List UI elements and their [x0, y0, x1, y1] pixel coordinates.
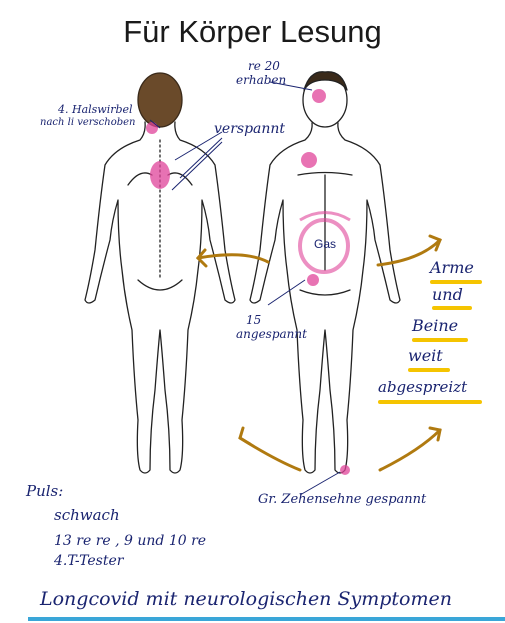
- label-re20: re 20: [248, 60, 280, 73]
- label-angespannt: angespannt: [236, 328, 307, 341]
- highlight-beine: [412, 338, 468, 342]
- highlight-arme: [430, 280, 482, 284]
- label-zehen: Gr. Zehensehne gespannt: [258, 493, 426, 507]
- footer-text: Longcovid mit neurologischen Symptomen: [40, 590, 452, 610]
- label-puls-title: Puls:: [26, 484, 63, 500]
- shoulder-mark: [150, 161, 170, 189]
- label-puls-1: schwach: [54, 508, 120, 524]
- label-erhaben: erhaben: [236, 74, 286, 87]
- label-beine: Beine: [412, 316, 458, 335]
- label-puls-3: 4.T-Tester: [54, 554, 123, 569]
- groin-mark: [307, 274, 319, 286]
- label-angespannt-num: 15: [246, 314, 261, 327]
- toe-mark: [340, 465, 350, 475]
- label-verspannt: verspannt: [214, 122, 285, 137]
- highlight-und: [432, 306, 472, 310]
- highlight-abgespreizt: [378, 400, 482, 404]
- label-halswirbel-2: nach li verschoben: [40, 118, 136, 129]
- label-puls-2: 13 re re , 9 und 10 re: [54, 534, 206, 549]
- label-halswirbel-1: 4. Halswirbel: [58, 104, 133, 116]
- label-und: und: [432, 285, 463, 304]
- eye-mark: [312, 89, 326, 103]
- footer-underline: [28, 617, 505, 621]
- back-figure: [85, 73, 235, 473]
- label-weit: weit: [408, 346, 443, 365]
- chest-mark: [301, 152, 317, 168]
- label-arme: Arme: [430, 258, 474, 277]
- highlight-weit: [408, 368, 450, 372]
- neck-mark: [146, 122, 158, 134]
- label-abgespreizt: abgespreizt: [378, 378, 467, 396]
- label-gas: Gas: [314, 238, 336, 251]
